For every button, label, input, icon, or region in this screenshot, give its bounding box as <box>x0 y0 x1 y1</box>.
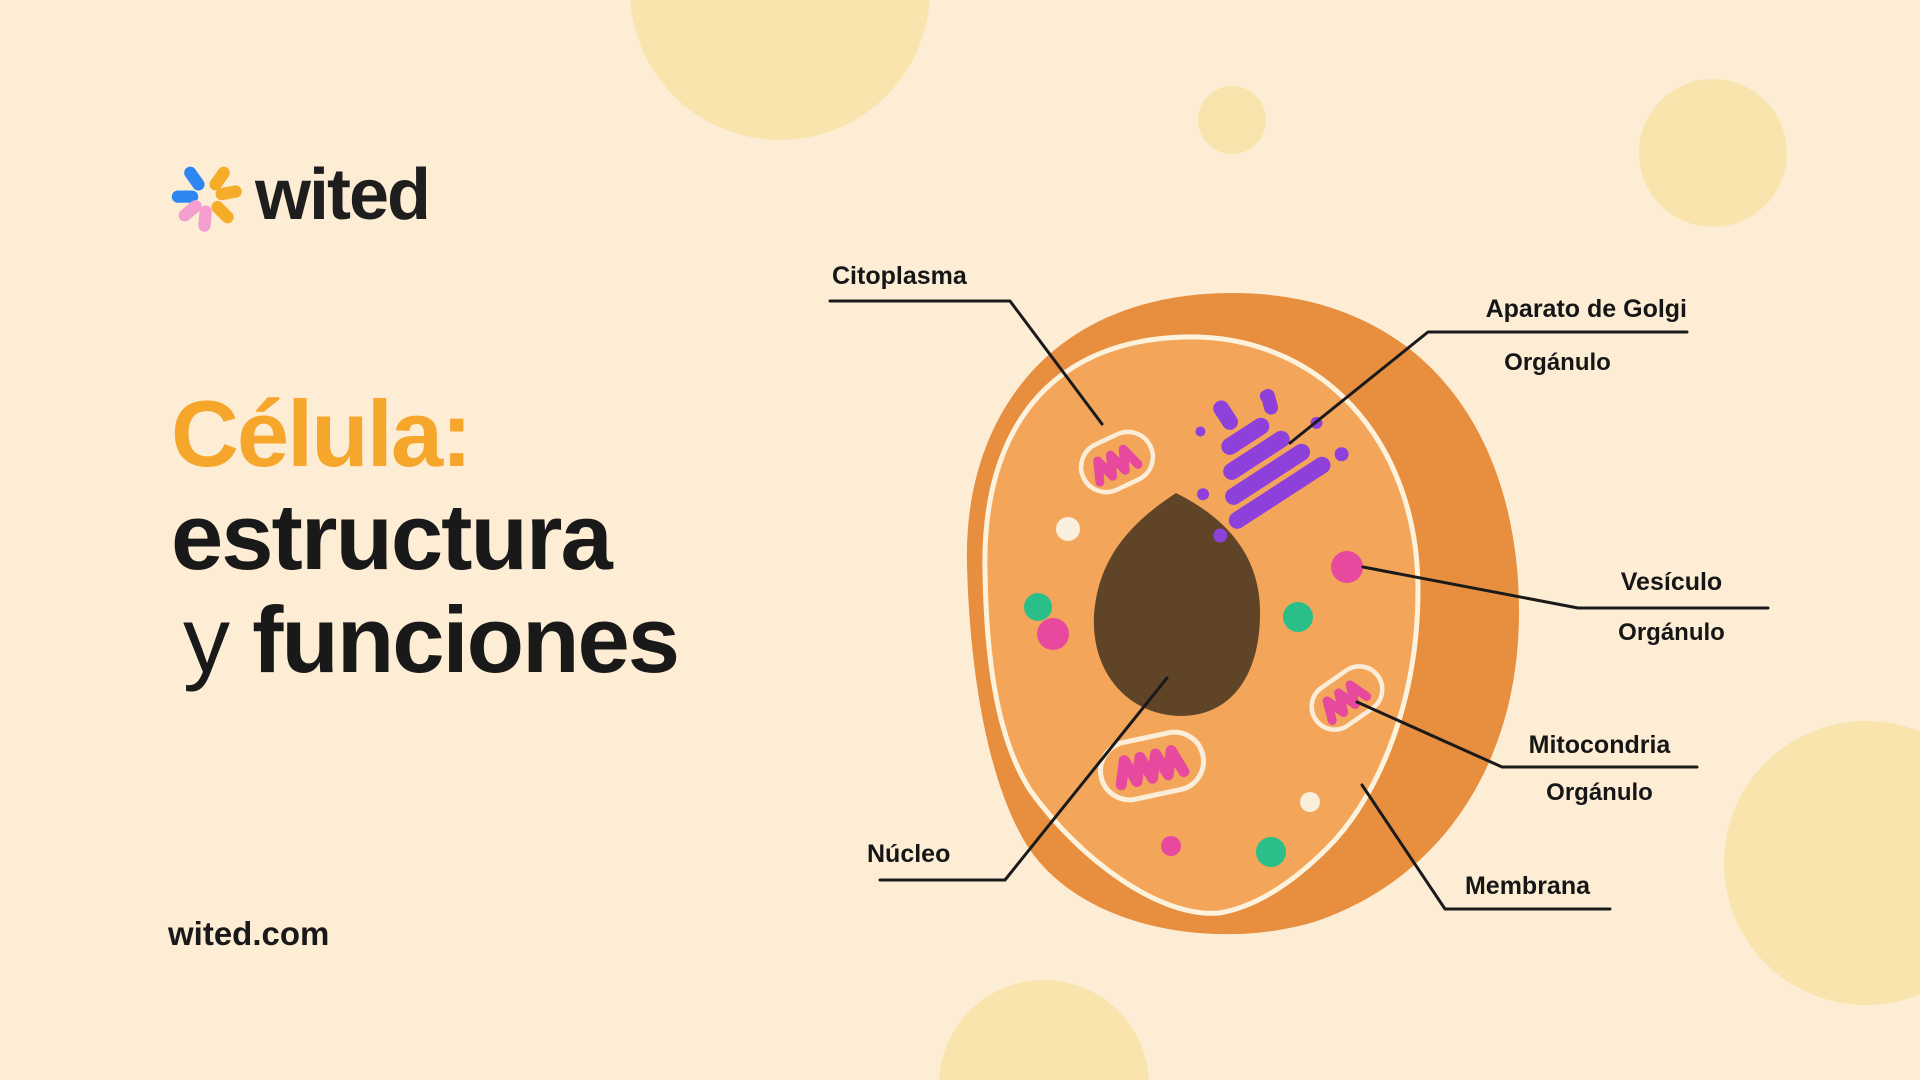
title-line-2: estructura <box>171 484 613 589</box>
mitochondrion-bottom <box>1098 729 1206 803</box>
label-nucleo: Núcleo <box>867 840 951 868</box>
leader-line-citoplasma <box>828 299 1104 426</box>
website-url: wited.com <box>168 915 330 952</box>
green-dot-3 <box>1256 837 1286 867</box>
cream-dot-2 <box>1300 792 1320 812</box>
pinwheel-icon <box>171 166 242 232</box>
leader-line-golgi <box>1288 330 1689 445</box>
pink-dot-2 <box>1161 836 1181 856</box>
title-line-3-word: funciones <box>252 587 680 692</box>
green-dot-2 <box>1283 602 1313 632</box>
decor-circle-top-right <box>1639 79 1787 227</box>
nucleus-shape <box>1093 493 1261 716</box>
label-membrana: Membrana <box>1464 872 1591 900</box>
title-line-3: y funciones <box>171 587 680 692</box>
pink-dot-1 <box>1037 618 1069 650</box>
sublabel-golgi-organulo: Orgánulo <box>1504 349 1611 376</box>
label-citoplasma: Citoplasma <box>832 262 967 290</box>
page-title: Célula: estructura y funciones <box>171 381 680 692</box>
green-dot-1 <box>1024 593 1052 621</box>
title-line-accent: Célula: <box>171 381 472 486</box>
leader-line-membrana <box>1360 783 1612 911</box>
leader-line-mitocondria <box>1355 700 1699 769</box>
cream-dot-1 <box>1056 517 1080 541</box>
brand-logo: wited <box>163 150 431 238</box>
mitochondrion-right <box>1309 664 1385 732</box>
decor-circle-small-top-right <box>1198 86 1266 154</box>
label-aparato-de-golgi: Aparato de Golgi <box>1485 295 1687 323</box>
label-mitocondria: Mitocondria <box>1528 731 1671 759</box>
logo-wordmark: wited <box>255 155 431 235</box>
mitochondrion-top <box>1078 429 1156 495</box>
label-vesiculo: Vesículo <box>1620 568 1723 596</box>
sublabel-vesiculo-organulo: Orgánulo <box>1618 619 1725 646</box>
leader-line-vesiculo <box>1361 565 1770 610</box>
golgi-apparatus-shape <box>1195 388 1349 543</box>
vesicle-dot <box>1331 551 1363 583</box>
title-conjunction: y <box>183 587 230 692</box>
leader-line-nucleo <box>878 676 1169 882</box>
sublabel-mitocondria-organulo: Orgánulo <box>1546 779 1653 806</box>
